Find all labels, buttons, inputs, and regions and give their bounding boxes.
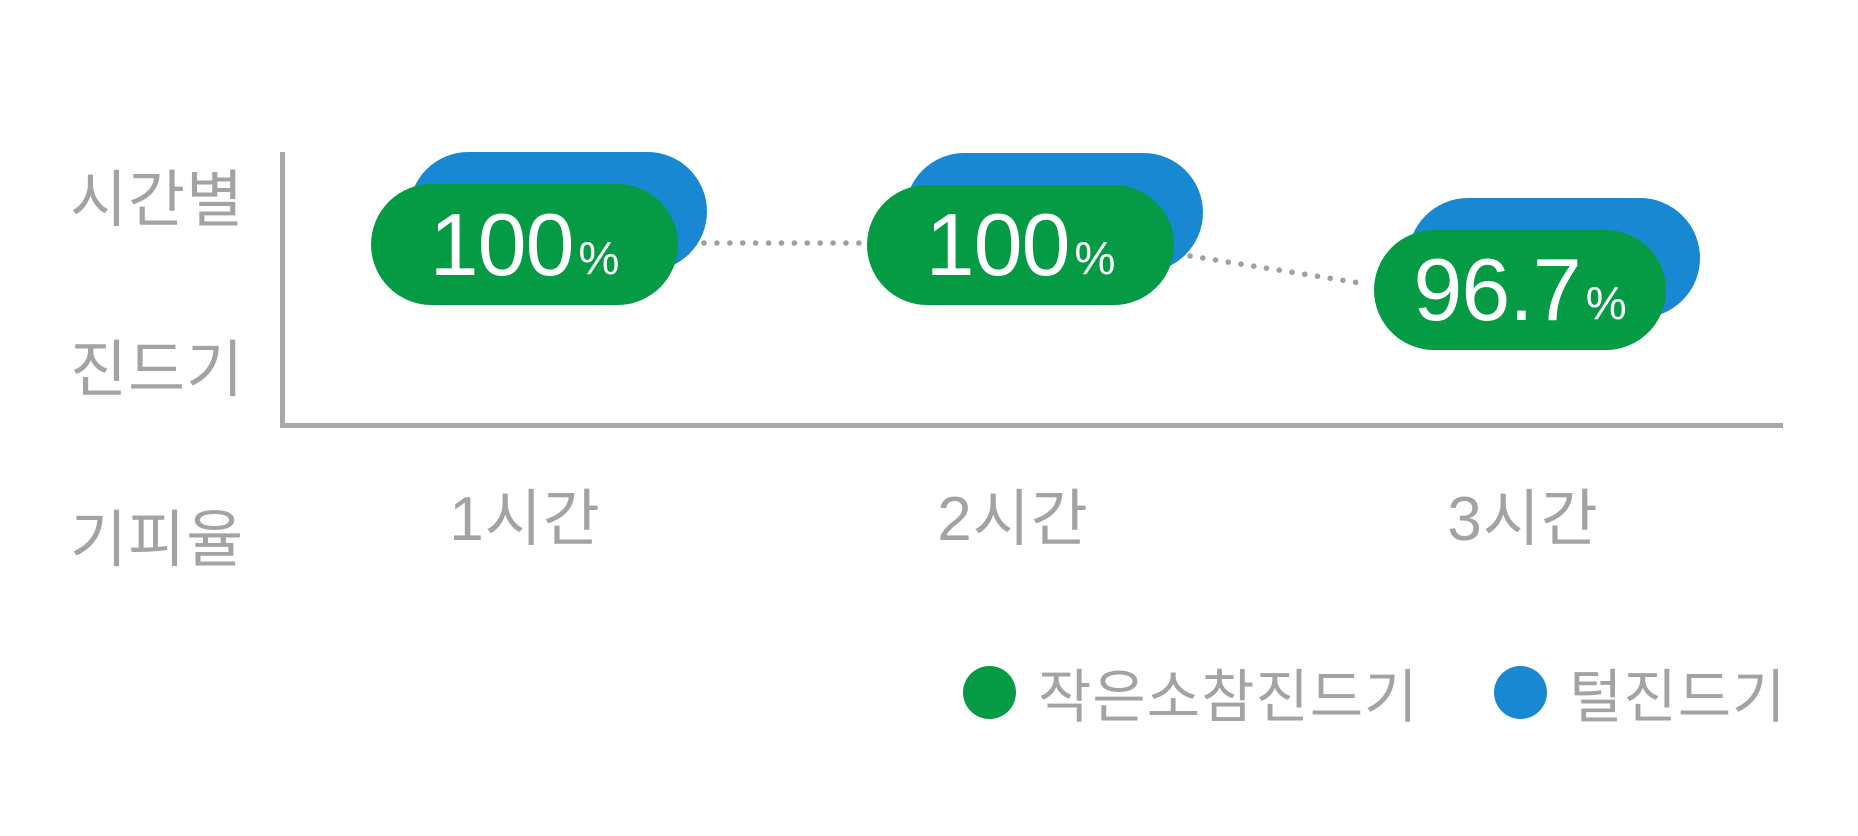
point-1-hour-pill-green: 100 % — [371, 184, 678, 305]
y-axis-line — [280, 152, 285, 428]
y-axis-label-line3: 기피율 — [70, 506, 245, 575]
x-axis-line — [280, 423, 1783, 428]
point-1-hour-value: 100 — [429, 194, 575, 294]
x-tick-1-hour: 1시간 — [449, 485, 601, 554]
point-1-hour-unit: % — [578, 231, 620, 284]
y-axis-label-line1: 시간별 — [70, 166, 245, 235]
point-2-hour-unit: % — [1074, 232, 1116, 284]
legend-label-haemaphysalis: 작은소참진드기 — [1038, 665, 1419, 730]
point-2-hour-value: 100 — [925, 195, 1071, 294]
y-axis-label-line2: 진드기 — [70, 336, 245, 405]
dotted-connector-2-3 — [1187, 253, 1369, 287]
point-3-hour-value: 96.7 — [1413, 240, 1581, 339]
x-tick-2-hour: 2시간 — [937, 485, 1089, 554]
legend-dot-blue-icon — [1494, 665, 1547, 719]
y-axis-label: 시간별 진드기 기피율 — [70, 158, 244, 583]
legend-label-trombiculid: 털진드기 — [1569, 665, 1787, 730]
point-3-hour-unit: % — [1585, 277, 1627, 329]
point-3-hour-pill-green: 96.7 % — [1374, 230, 1666, 350]
point-2-hour-pill-green: 100 % — [867, 185, 1174, 305]
legend-item-haemaphysalis: 작은소참진드기 — [963, 650, 1419, 734]
x-tick-3-hour: 3시간 — [1447, 485, 1599, 554]
legend-item-trombiculid: 털진드기 — [1494, 650, 1786, 734]
legend-dot-green-icon — [963, 665, 1016, 719]
